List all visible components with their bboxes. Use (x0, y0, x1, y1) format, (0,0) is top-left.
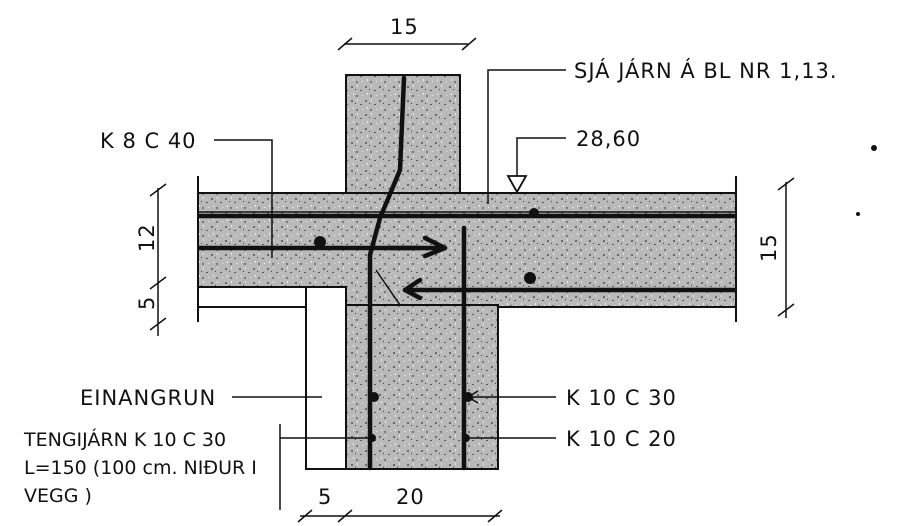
rebar-dot-2 (529, 208, 539, 218)
callout-connector-line1: TENGIJÁRN K 10 C 30 (23, 428, 226, 451)
wall-sleeve (375, 269, 470, 306)
callout-wall-bar-upper: K 10 C 30 (566, 386, 677, 410)
stray-mark-1 (871, 145, 877, 151)
dim-bottom-wall: 20 (396, 485, 425, 509)
insulation-wall-layer (305, 286, 347, 470)
level-marker (506, 175, 528, 194)
dim-slab-lower: 5 (135, 296, 159, 310)
hook-arrow (422, 235, 448, 259)
callout-wall-bar-lower: K 10 C 20 (566, 427, 677, 451)
lower-hook-arrow (402, 277, 423, 301)
dim-top-width: 15 (390, 15, 419, 39)
rebar-dot-1 (314, 236, 326, 248)
stray-mark-2 (856, 212, 860, 216)
dim-bottom-insulation: 5 (318, 485, 332, 509)
rebar-dot-7 (462, 434, 470, 442)
rebar-dot-4 (369, 392, 379, 402)
callout-level: 28,60 (576, 127, 641, 151)
callout-top-bar: K 8 C 40 (100, 129, 197, 153)
callout-see-rebar: SJÁ JÁRN Á BL NR 1,13. (574, 58, 838, 83)
dim-slab-upper: 12 (135, 223, 159, 252)
dim-slab-right: 15 (757, 233, 781, 262)
callout-connector-line2: L=150 (100 cm. NIÐUR I (24, 457, 257, 479)
callout-connector-line3: VEGG ) (24, 485, 92, 507)
callout-insulation: EINANGRUN (80, 386, 216, 410)
rebar-dot-3 (524, 272, 536, 284)
